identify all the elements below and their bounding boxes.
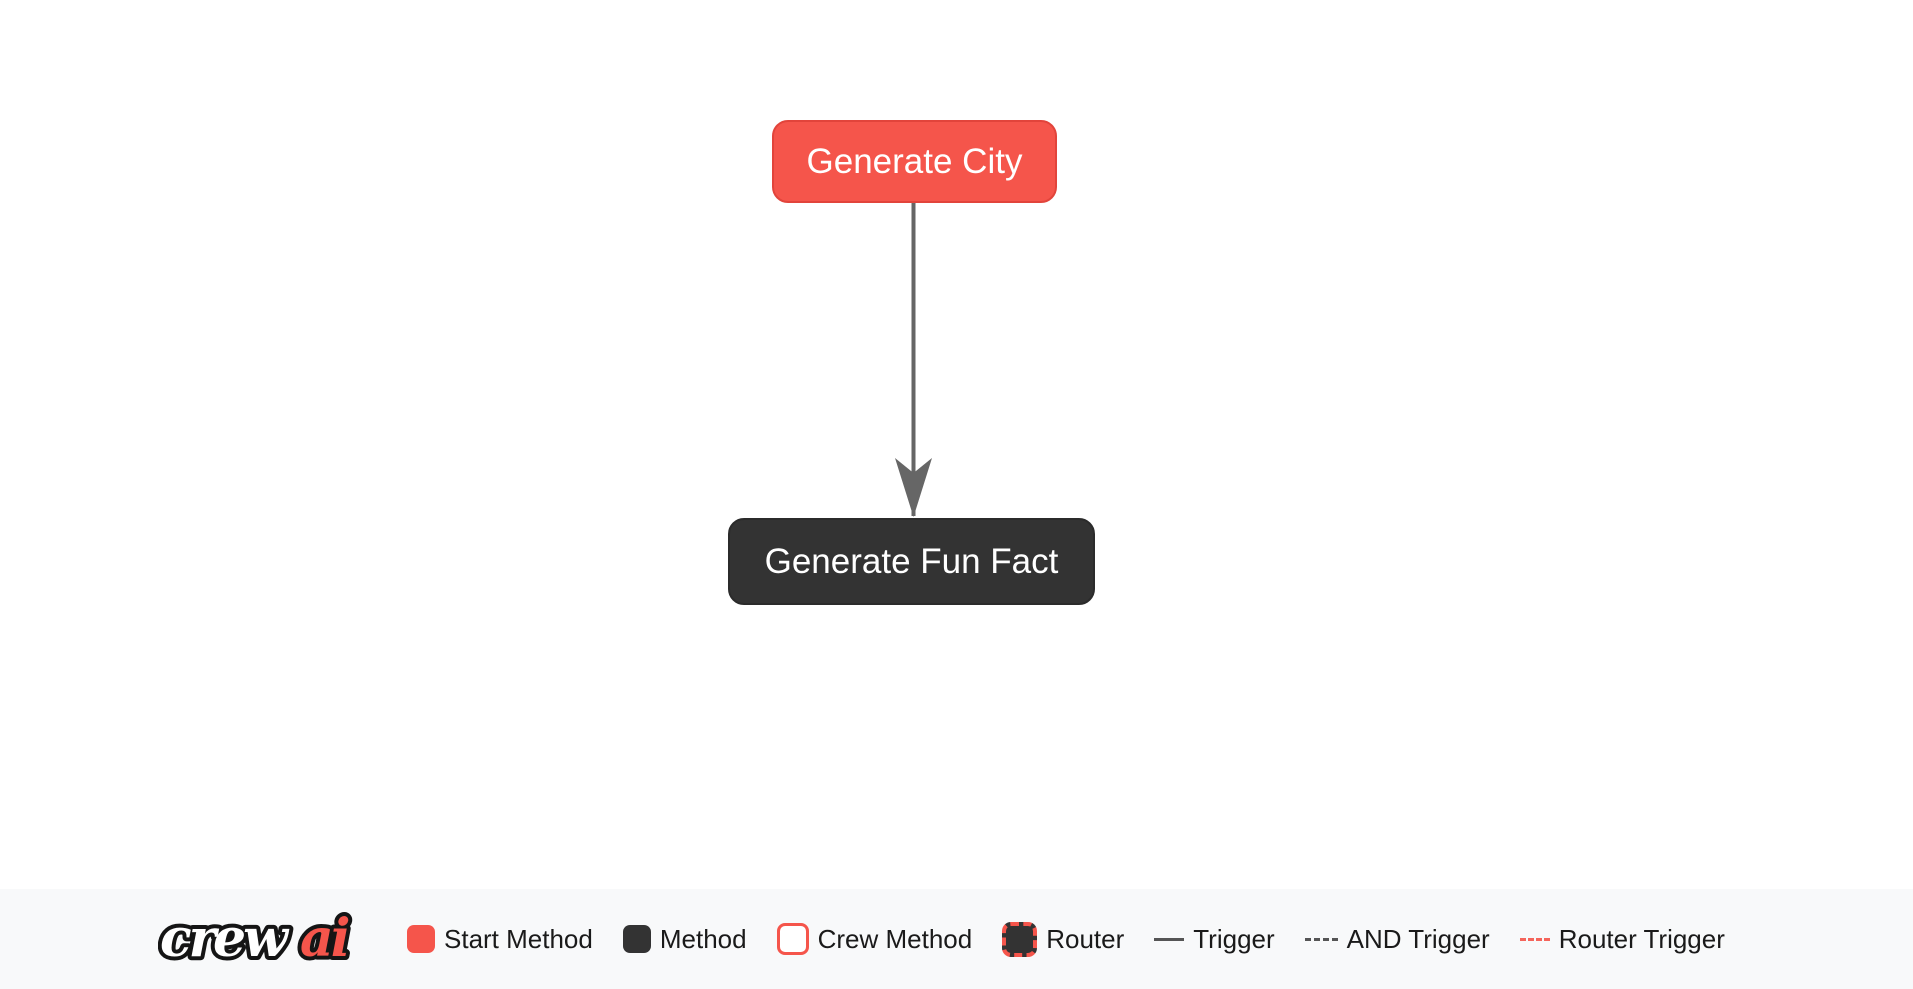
method-swatch <box>622 925 651 953</box>
node-generate-city[interactable]: Generate City <box>772 120 1057 203</box>
legend-label: Crew Method <box>817 923 973 954</box>
legend-label: Router <box>1046 923 1125 954</box>
router-trigger-line-swatch <box>1519 937 1550 941</box>
legend-item-trigger: Trigger <box>1154 923 1275 955</box>
legend-item-start-method: Start Method <box>407 924 593 955</box>
legend-item-method: Method <box>622 923 747 955</box>
legend-item-router: Router <box>1002 921 1125 957</box>
legend-label: AND Trigger <box>1346 923 1490 954</box>
legend-item-and-trigger: AND Trigger <box>1304 923 1490 955</box>
crewai-logo-crew: crew <box>160 908 290 969</box>
legend-item-router-trigger: Router Trigger <box>1519 923 1725 955</box>
flow-canvas[interactable]: Generate City Generate Fun Fact <box>0 0 1913 889</box>
legend-label: Start Method <box>444 923 593 954</box>
legend-bar: crew ai Start Method Method Crew Method … <box>0 889 1913 989</box>
legend-item-crew-method: Crew Method <box>776 923 973 955</box>
trigger-line-swatch <box>1154 937 1185 941</box>
crewai-logo-ai: ai <box>300 908 349 969</box>
start-method-swatch <box>407 925 435 953</box>
node-generate-fun-fact[interactable]: Generate Fun Fact <box>728 518 1095 605</box>
and-trigger-line-swatch <box>1304 937 1338 941</box>
crewai-logo: crew ai <box>158 906 356 972</box>
svg-text:crew ai: crew ai <box>160 908 349 969</box>
trigger-edge-arrowhead <box>895 458 932 517</box>
legend-label: Trigger <box>1193 923 1275 954</box>
legend-label: Method <box>659 923 747 954</box>
router-swatch <box>1002 921 1038 957</box>
crew-method-swatch <box>776 923 809 955</box>
legend-label: Router Trigger <box>1558 923 1725 954</box>
